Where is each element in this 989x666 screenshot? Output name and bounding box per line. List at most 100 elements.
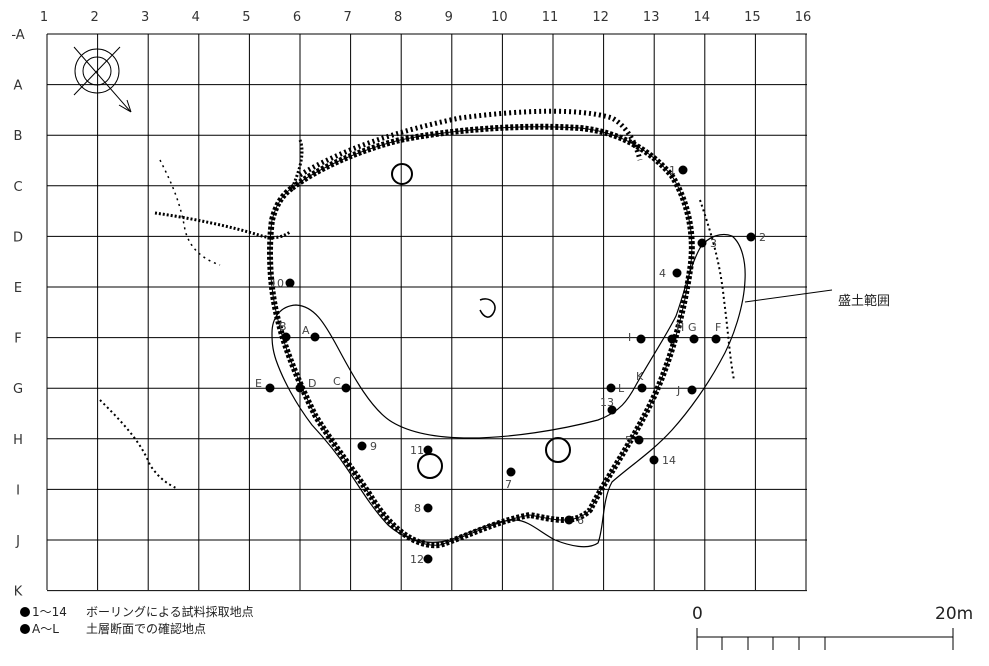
stone-ring-feature (99, 108, 735, 549)
boring-point-label: 8 (414, 502, 421, 515)
scale-end-label: 20m (935, 604, 974, 624)
embankment-boundary (271, 233, 746, 548)
boring-point-label: 4 (659, 267, 666, 280)
legend-text-section: 土層断面での確認地点 (86, 622, 207, 636)
boring-point-marker (506, 467, 516, 477)
embankment-callout-label: 盛土範囲 (838, 294, 891, 309)
boring-point-marker (607, 405, 617, 415)
boring-point-label: 7 (505, 478, 512, 491)
row-labels: -A A B C D E F G H I J K (11, 28, 24, 600)
column-label: 15 (744, 10, 761, 25)
section-point-label: K (636, 370, 644, 383)
section-point-marker (606, 383, 616, 393)
boring-point-marker (564, 515, 574, 525)
column-label: 13 (643, 10, 660, 25)
scale-start-label: 0 (692, 604, 703, 624)
boring-point-label: 6 (577, 514, 584, 527)
column-label: 1 (40, 10, 48, 25)
row-label: H (13, 433, 23, 448)
column-label: 16 (795, 10, 812, 25)
section-point-label: H (676, 321, 684, 334)
section-point-label: E (255, 377, 262, 390)
section-point-marker (637, 383, 647, 393)
boring-point-marker (678, 165, 688, 175)
section-point-marker (687, 385, 697, 395)
row-label: E (14, 281, 22, 296)
section-point-label: G (688, 321, 697, 334)
column-label: 10 (491, 10, 508, 25)
section-point-marker (341, 383, 351, 393)
boring-point-marker (697, 238, 707, 248)
boring-point-marker (634, 435, 644, 445)
column-label: 5 (242, 10, 250, 25)
section-point-label: C (333, 375, 341, 388)
boring-point-marker (423, 445, 433, 455)
row-label: B (14, 129, 23, 144)
boring-point-label: 5 (625, 434, 632, 447)
column-label: 6 (293, 10, 301, 25)
column-label: 2 (90, 10, 98, 25)
section-point-label: F (715, 321, 721, 334)
column-label: 9 (445, 10, 453, 25)
grid-lines (46, 33, 807, 592)
section-point-marker (667, 334, 677, 344)
section-point-label: B (279, 320, 287, 333)
callout-leader (744, 289, 833, 303)
boring-point-marker (672, 268, 682, 278)
section-point-marker (265, 383, 275, 393)
row-label: A (14, 79, 23, 94)
row-label: C (13, 180, 22, 195)
north-arrow-icon (73, 46, 132, 113)
scale-bar (696, 628, 954, 650)
column-label: 8 (394, 10, 402, 25)
boring-point-label: 13 (600, 396, 614, 409)
legend-row-boring: 1～14 ボーリングによる試料採取地点 (20, 604, 254, 621)
boring-point-label: 11 (410, 444, 424, 457)
section-point-label: L (618, 382, 625, 395)
section-point-label: J (676, 384, 680, 397)
boring-point-marker (285, 278, 295, 288)
column-label: 7 (343, 10, 351, 25)
legend-text-boring: ボーリングによる試料採取地点 (86, 605, 254, 619)
section-point-label: I (628, 331, 631, 344)
boring-point-marker (746, 232, 756, 242)
section-point-marker (636, 334, 646, 344)
section-point-label: A (302, 324, 310, 337)
column-label: 3 (141, 10, 149, 25)
legend-range-boring: 1～14 (32, 605, 67, 619)
legend: 1～14 ボーリングによる試料採取地点 A～L 土層断面での確認地点 (20, 604, 254, 638)
row-label: J (15, 534, 20, 549)
section-point-marker (689, 334, 699, 344)
boring-point-label: 12 (410, 553, 424, 566)
boring-point-label: 2 (759, 231, 766, 244)
boring-point-label: 3 (710, 237, 717, 250)
row-label: F (14, 332, 21, 347)
boring-point-marker (423, 503, 433, 513)
boring-point-label: 14 (662, 454, 676, 467)
boring-point-marker (423, 554, 433, 564)
legend-range-section: A～L (32, 622, 59, 636)
legend-row-section: A～L 土層断面での確認地点 (20, 621, 254, 638)
section-point-marker (281, 332, 291, 342)
boring-point-marker (649, 455, 659, 465)
boring-point-label: 10 (270, 277, 284, 290)
boring-point-label: 1 (669, 164, 676, 177)
section-point-marker (310, 332, 320, 342)
section-point-marker (295, 383, 305, 393)
column-label: 14 (694, 10, 711, 25)
boring-point-label: 9 (370, 440, 377, 453)
column-label: 4 (192, 10, 200, 25)
row-label: D (13, 230, 23, 245)
row-label: G (13, 382, 23, 397)
legend-bullet-icon (20, 607, 30, 617)
section-point-marker (711, 334, 721, 344)
row-label: -A (11, 28, 24, 43)
row-label: I (16, 483, 20, 498)
column-label: 12 (592, 10, 609, 25)
legend-bullet-icon (20, 624, 30, 634)
row-label: K (14, 585, 23, 600)
